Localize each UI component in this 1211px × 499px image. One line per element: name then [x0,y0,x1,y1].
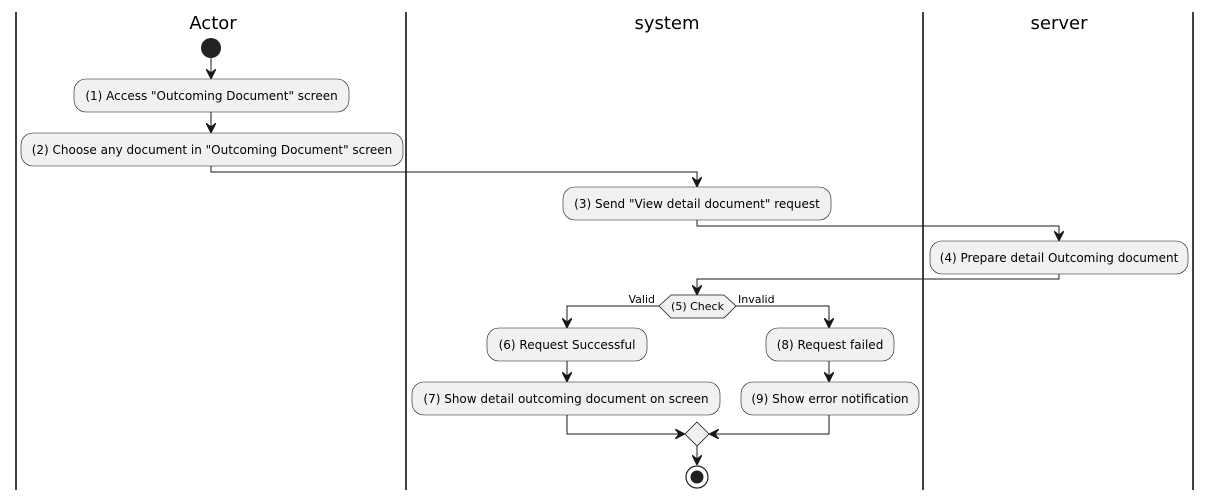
guard-valid: Valid [628,293,655,306]
activity-9-label: (9) Show error notification [751,392,908,406]
end-node-inner [690,470,704,484]
lane-title-system: system [634,13,699,34]
edge-a7-merge [566,415,684,434]
edge-a4-decision [697,274,1060,294]
activity-1-label: (1) Access "Outcoming Document" screen [85,89,337,103]
guard-invalid: Invalid [738,293,775,306]
activity-7-label: (7) Show detail outcoming document on sc… [423,392,708,406]
activity-3-label: (3) Send "View detail document" request [574,197,820,211]
activity-2-box [20,132,404,167]
activity-8-label: (8) Request failed [777,338,884,352]
activity-9-box [740,381,920,416]
activity-8-box [765,327,895,362]
lane-title-actor: Actor [189,13,237,34]
edge-a3-a4 [696,220,1059,240]
edge-a2-a3 [210,166,697,186]
activity-6-label: (6) Request Successful [499,338,636,352]
edge-decision-a6 [567,305,659,327]
activity-7-box [411,381,721,416]
edge-decision-a8 [736,305,829,327]
activity-2-label: (2) Choose any document in "Outcoming Do… [32,143,393,157]
activity-4-label: (4) Prepare detail Outcoming document [940,251,1179,265]
start-node [201,38,221,58]
merge-node [684,421,710,447]
edge-a9-merge [710,415,830,434]
decision-label: (5) Check [671,300,725,313]
lane-title-server: server [1031,13,1089,34]
